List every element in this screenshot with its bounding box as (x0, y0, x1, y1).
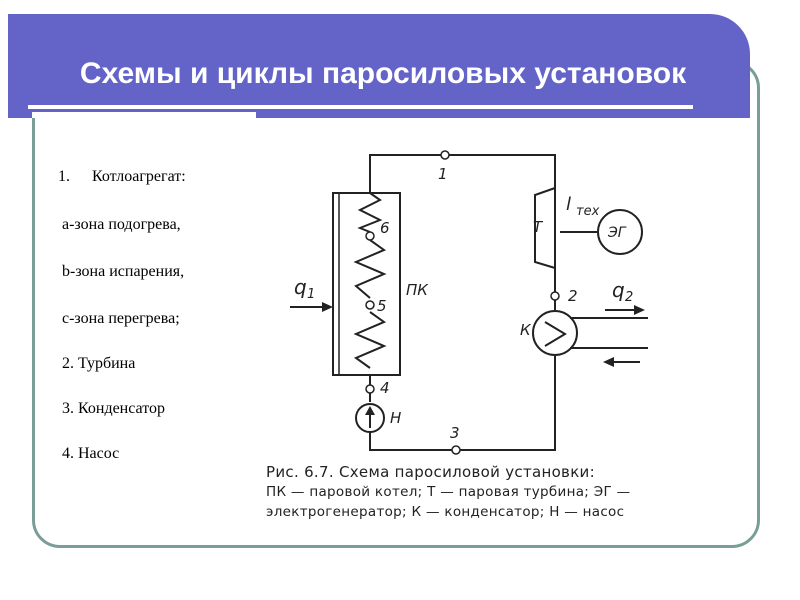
turbine-symbol (534, 186, 556, 270)
state-point-3 (451, 445, 461, 455)
pipe-boiler-to-turbine (369, 154, 556, 192)
heat-out-subscript: 2 (625, 290, 633, 305)
generator-circle (597, 209, 643, 255)
turbine-label: Т (533, 218, 544, 236)
state-point-1 (440, 150, 450, 160)
generator-label: ЭГ (607, 225, 627, 241)
heat-in-subscript: 1 (307, 287, 315, 302)
state-point-5 (365, 300, 375, 310)
pump-label: Н (390, 409, 401, 427)
work-subscript: тех (576, 204, 600, 219)
condenser-label: К (520, 321, 532, 339)
title-divider (28, 105, 693, 109)
boiler-coil-evaporation (353, 239, 387, 299)
heat-in-label: q (294, 275, 307, 299)
list-item-zone-a: a-зона подогрева, (62, 216, 181, 233)
figure-caption: Рис. 6.7. Схема паросиловой установки: П… (266, 462, 746, 522)
list-item-pump: 4. Насос (62, 445, 120, 462)
caption-line-3: электрогенератор; К — конденсатор; Н — н… (266, 504, 625, 520)
state-point-4 (365, 384, 375, 394)
caption-line-1: Рис. 6.7. Схема паросиловой установки: (266, 463, 595, 481)
pipe-condenser-to-pump (369, 355, 556, 451)
list-item-boiler: 1. Котлоагрегат: (58, 168, 186, 186)
cooling-return-arrowhead (603, 357, 614, 367)
pump-circle (355, 403, 385, 433)
condenser-coil (544, 321, 567, 347)
point-label-1: 1 (438, 165, 448, 183)
boiler-box (332, 192, 401, 376)
list-item-label: Котлоагрегат: (92, 168, 186, 185)
state-point-2 (550, 291, 560, 301)
steam-plant-diagram: 1 2 3 4 5 6 ПК Т ЭГ К Н l тех q 1 q 2 (290, 150, 648, 455)
pump-arrowhead (365, 406, 375, 415)
boiler-coil-superheat (357, 192, 383, 233)
list-item-zone-c: c-зона перегрева; (62, 310, 180, 327)
list-item-condenser: 3. Конденсатор (62, 400, 166, 417)
point-label-6: 6 (380, 219, 390, 237)
boiler-label: ПК (406, 281, 429, 299)
list-item-turbine: 2. Турбина (62, 355, 136, 372)
point-label-2: 2 (568, 287, 578, 305)
title-bar: Схемы и циклы паросиловых установок (8, 14, 750, 118)
point-label-5: 5 (377, 297, 387, 315)
work-label: l (566, 194, 571, 215)
state-point-6 (365, 231, 375, 241)
slide-frame (32, 60, 760, 548)
point-label-3: 3 (450, 424, 460, 442)
slide-title: Схемы и циклы паросиловых установок (79, 57, 687, 90)
point-label-4: 4 (380, 379, 390, 397)
condenser-circle (532, 310, 578, 356)
list-item-number: 1. (58, 168, 70, 185)
title-underline (32, 112, 256, 118)
heat-in-arrowhead (322, 302, 333, 312)
heat-out-arrowhead (634, 305, 645, 315)
list-item-zone-b: b-зона испарения, (62, 263, 185, 280)
boiler-coil-preheat (353, 311, 387, 369)
heat-out-label: q (612, 278, 625, 302)
caption-line-2: ПК — паровой котел; Т — паровая турбина;… (266, 484, 631, 500)
